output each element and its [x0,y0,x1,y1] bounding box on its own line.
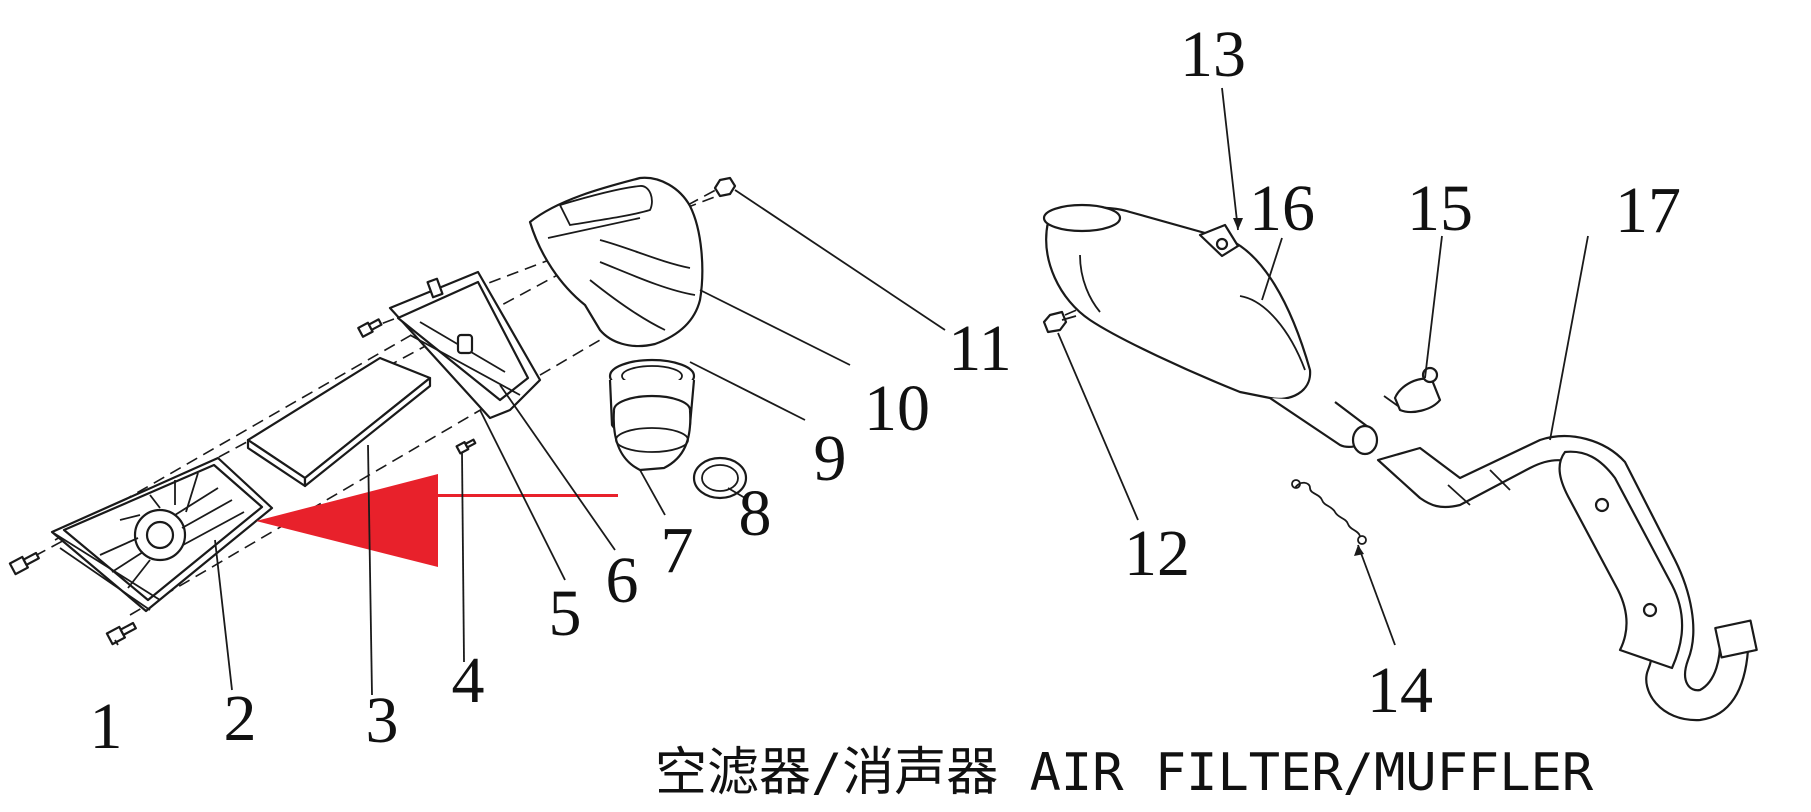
filter-cover-part-5-6 [388,270,542,420]
filter-cage-part-2 [50,456,274,613]
callout-9: 9 [814,422,847,495]
callout-labels: 1 2 3 4 5 6 7 8 9 10 11 12 13 14 15 16 1… [90,18,1682,763]
clamp-part-15 [1383,366,1442,414]
callout-1: 1 [90,690,123,763]
callout-13: 13 [1180,18,1246,91]
callout-14: 14 [1367,654,1433,727]
callout-12: 12 [1124,517,1190,590]
callout-2: 2 [224,682,257,755]
callout-15: 15 [1407,172,1473,245]
callout-3: 3 [366,684,399,757]
callout-5: 5 [549,577,582,650]
bolt-part-1 [8,318,383,646]
header-pipe-part-17 [1376,435,1758,722]
muffler-bolt-part-12 [1042,310,1077,334]
callout-7: 7 [661,514,694,587]
air-box-housing-part-10 [528,176,704,348]
callout-10: 10 [864,372,930,445]
leader-lines-left [114,189,946,696]
callout-6: 6 [606,544,639,617]
filter-pad-part-3 [246,356,432,488]
callout-11: 11 [948,312,1012,385]
red-arrow-annotation [256,474,618,567]
callout-4: 4 [452,644,485,717]
hose-clamp-part-8 [692,456,748,500]
muffler-body-part-16 [1042,203,1379,456]
leader-lines-right [1057,87,1589,646]
nut-part-11 [713,176,737,198]
callout-17: 17 [1615,174,1681,247]
callout-8: 8 [739,477,772,550]
diagram-caption: 空滤器/消声器 AIR FILTER/MUFFLER [655,743,1594,803]
pin-part-4 [455,438,477,455]
callout-16: 16 [1249,172,1315,245]
spring-part-14 [1291,479,1367,545]
intake-tube-part-7 [612,394,692,472]
